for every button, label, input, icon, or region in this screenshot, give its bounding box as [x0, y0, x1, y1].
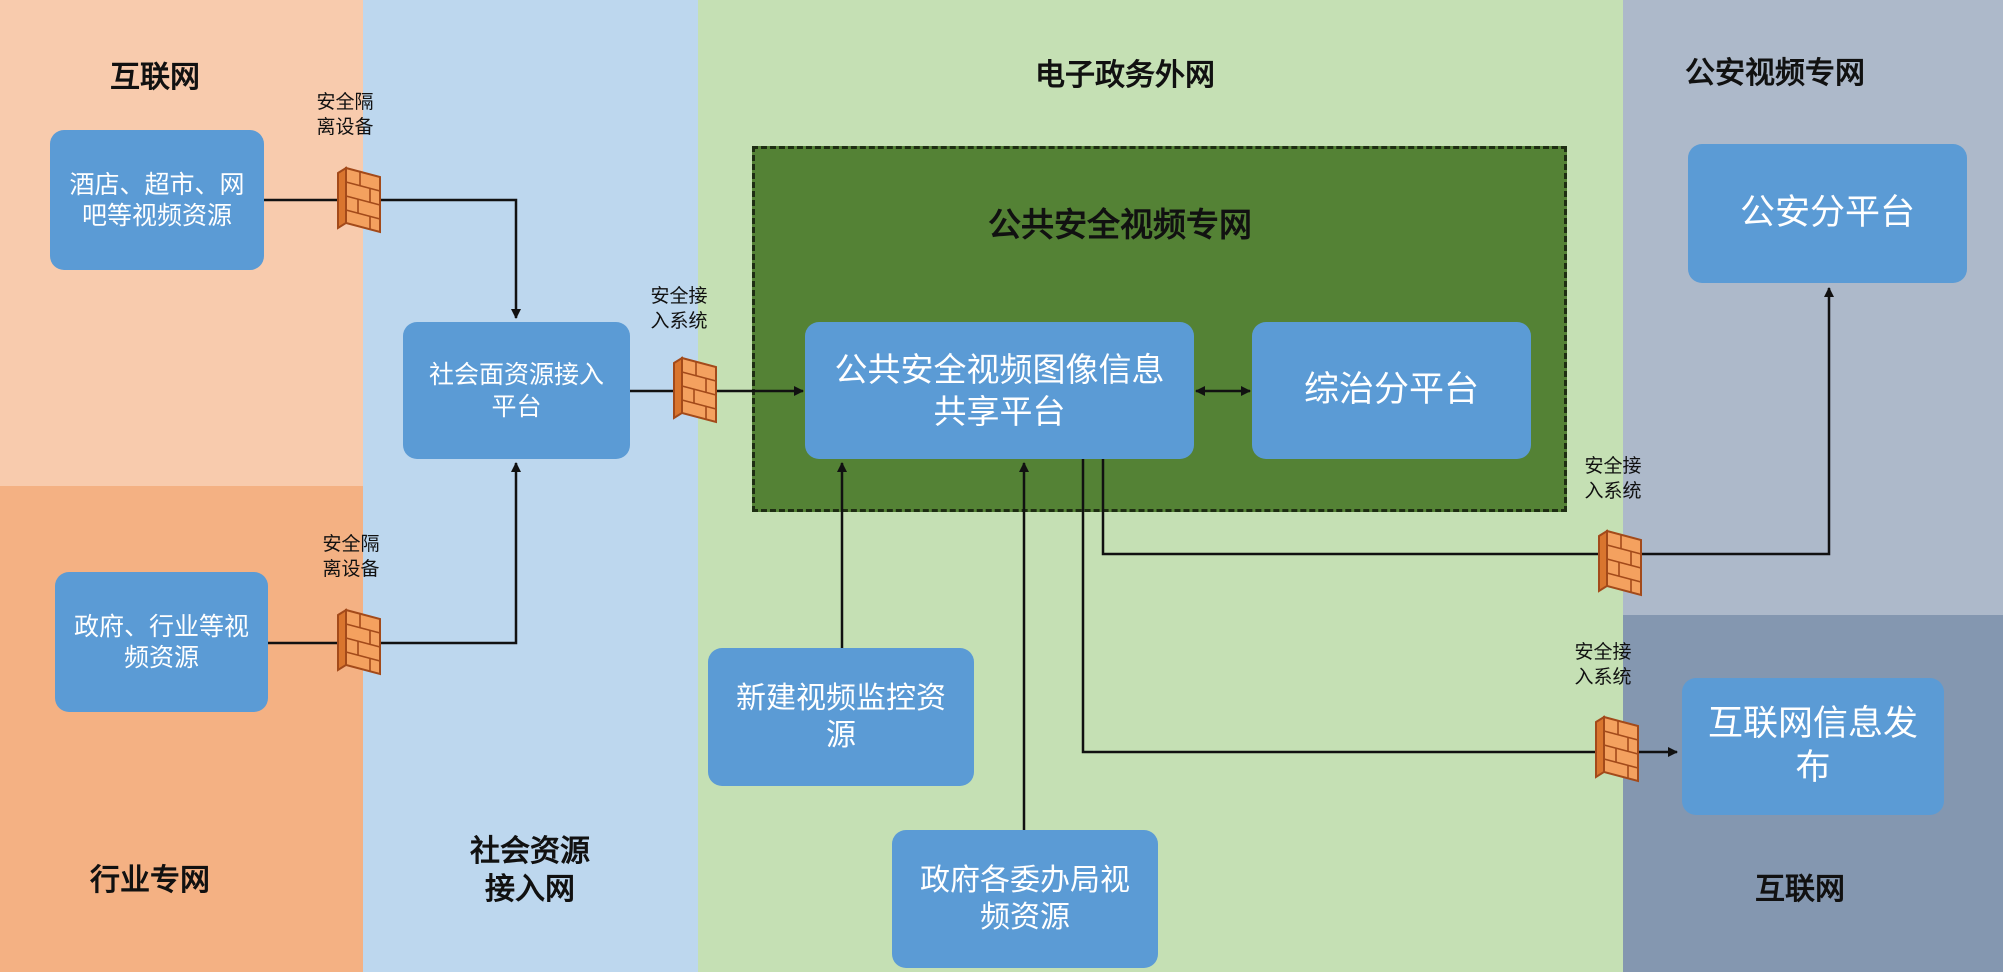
firewall-icon [337, 608, 381, 676]
comprehensive-sub-platform-node: 综治分平台 [1252, 322, 1531, 459]
link-sharing-to-police [1101, 287, 1834, 556]
access-system-label-internet: 安全接 入系统 [1574, 641, 1632, 688]
firewall-icon [337, 166, 381, 234]
sharing-platform-node: 公共安全视频图像信息 共享平台 [805, 322, 1194, 459]
internet-info-publish-node: 互联网信息发 布 [1682, 678, 1944, 815]
gov-industry-video-resources-node: 政府、行业等视 频资源 [55, 572, 268, 712]
internet-bottom-label: 互联网 [1755, 872, 1845, 907]
police-video-label: 公安视频专网 [1685, 56, 1865, 91]
police-video-zone [1623, 0, 2003, 615]
firewall-icon [1598, 529, 1642, 597]
link-hotel-to-social [264, 198, 521, 319]
gov-bureau-video-resources-node: 政府各委办局视 频资源 [892, 830, 1158, 968]
internet-top-label: 互联网 [110, 60, 200, 95]
isolation-device-label-bottom: 安全隔 离设备 [322, 533, 380, 580]
hotel-video-resources-node: 酒店、超市、网 吧等视频资源 [50, 130, 264, 270]
isolation-device-label-top: 安全隔 离设备 [316, 91, 374, 138]
social-access-label: 社会资源 接入网 [470, 834, 590, 908]
new-video-monitoring-node: 新建视频监控资 源 [708, 648, 974, 786]
social-access-zone [363, 0, 698, 972]
public-safety-net-title: 公共安全视频专网 [988, 205, 1252, 244]
link-sharing-to-internet [1081, 459, 1678, 757]
industry-net-zone [0, 486, 363, 972]
firewall-icon [1595, 715, 1639, 783]
gov-external-label: 电子政务外网 [1035, 58, 1215, 93]
access-system-label-center: 安全接 入系统 [650, 285, 708, 332]
social-access-platform-node: 社会面资源接入 平台 [403, 322, 630, 459]
access-system-label-police: 安全接 入系统 [1584, 455, 1642, 502]
industry-net-label: 行业专网 [90, 863, 210, 898]
police-sub-platform-node: 公安分平台 [1688, 144, 1967, 283]
firewall-icon [673, 356, 717, 424]
